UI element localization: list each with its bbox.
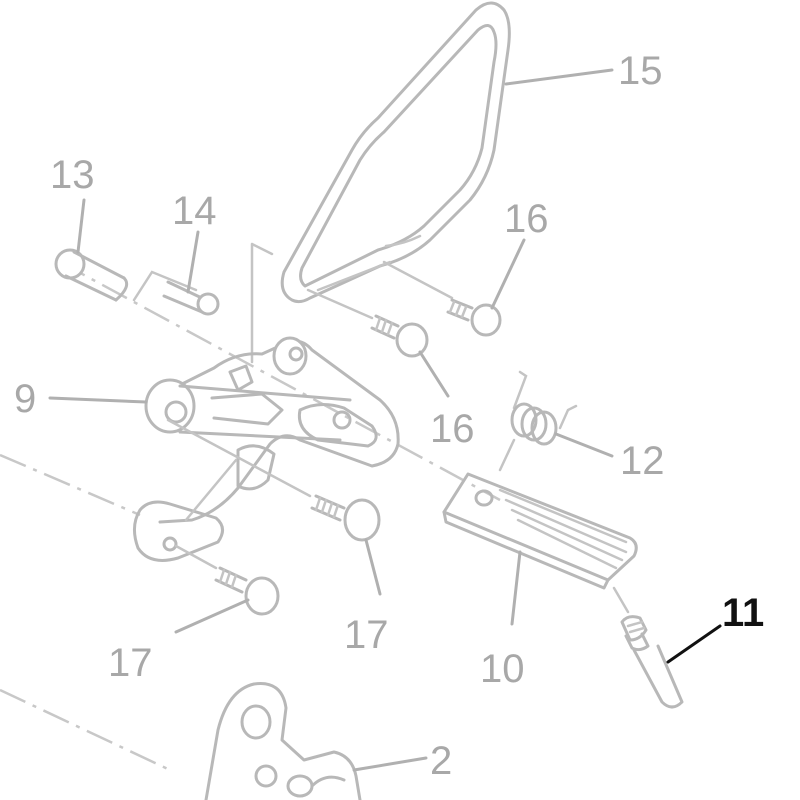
part-16-screw-upper <box>316 260 502 337</box>
callout-15: 15 <box>618 49 663 93</box>
part-17-bolt-lower <box>174 544 280 616</box>
part-13-pin <box>54 248 129 302</box>
callout-2: 2 <box>430 739 452 783</box>
leader-lines <box>48 68 722 772</box>
assembly-axes <box>0 260 501 772</box>
callout-10: 10 <box>480 647 525 691</box>
part-16-screw-lower <box>306 288 429 358</box>
part-2-frame-plate <box>204 682 362 800</box>
callout-16-lower: 16 <box>430 407 475 451</box>
callout-labels: 15 13 14 16 9 16 12 17 17 10 11 2 <box>14 49 764 783</box>
callout-13: 13 <box>50 153 95 197</box>
callout-11: 11 <box>722 591 764 635</box>
part-10-footrest <box>442 472 638 590</box>
callout-17-left: 17 <box>108 641 153 685</box>
part-17-bolt-upper <box>166 418 381 542</box>
part-12-spring <box>498 370 578 472</box>
part-11-pin <box>612 586 684 709</box>
callout-17-right: 17 <box>344 613 389 657</box>
callout-9: 9 <box>14 377 36 421</box>
callout-16-upper: 16 <box>504 197 549 241</box>
part-15-heel-guard <box>280 1 511 304</box>
callout-12: 12 <box>620 439 665 483</box>
callout-14: 14 <box>172 189 217 233</box>
part-9-bracket <box>133 242 400 562</box>
